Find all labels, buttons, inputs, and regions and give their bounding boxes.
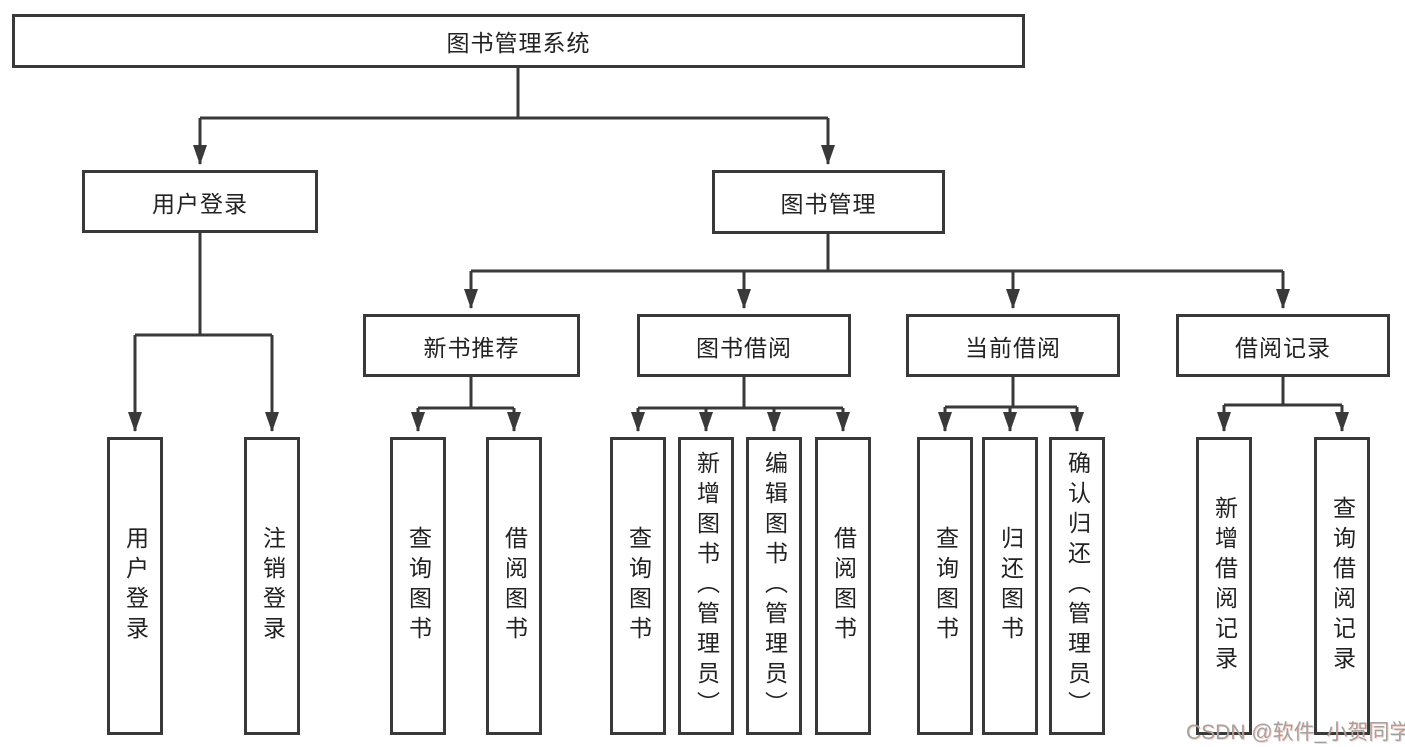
node-label: 用户登录 (152, 190, 248, 217)
node-label: 图书管理 (780, 191, 877, 217)
node-label: 确认归还（管理员） (1064, 451, 1091, 721)
leaf-logout: 注销登录 (244, 437, 300, 735)
node-borrow-records: 借阅记录 (1176, 314, 1390, 377)
node-label: 注销登录 (259, 526, 286, 646)
node-label: 借阅记录 (1235, 334, 1331, 361)
leaf-add-borrow-record: 新增借阅记录 (1196, 437, 1252, 735)
leaf-query-books-borrow: 查询图书 (610, 437, 666, 735)
node-label: 用户登录 (122, 526, 149, 646)
node-label: 当前借阅 (965, 334, 1061, 361)
csdn-watermark: CSDN @软件_小贺同学 (1186, 721, 1405, 744)
node-label: 图书借阅 (696, 334, 792, 361)
leaf-edit-book-admin: 编辑图书（管理员） (746, 437, 802, 735)
node-label: 新增借阅记录 (1211, 496, 1238, 676)
node-book-management: 图书管理 (712, 170, 945, 234)
node-label: 借阅图书 (830, 526, 857, 646)
leaf-query-borrow-record: 查询借阅记录 (1314, 437, 1370, 735)
leaf-return-book: 归还图书 (982, 437, 1038, 735)
node-label: 查询图书 (932, 526, 959, 646)
node-label: 查询图书 (405, 526, 432, 646)
node-label: 图书管理系统 (446, 30, 591, 56)
node-book-borrow: 图书借阅 (637, 314, 851, 377)
leaf-borrow-books: 借阅图书 (815, 437, 871, 735)
node-new-book-recommend: 新书推荐 (363, 314, 580, 377)
node-root: 图书管理系统 (12, 14, 1025, 68)
leaf-user-login: 用户登录 (107, 437, 163, 735)
node-label: 查询借阅记录 (1329, 496, 1356, 676)
leaf-confirm-return-admin: 确认归还（管理员） (1049, 437, 1105, 735)
leaf-query-books-current: 查询图书 (917, 437, 973, 735)
node-label: 编辑图书（管理员） (761, 451, 788, 721)
node-label: 新增图书（管理员） (693, 451, 720, 721)
node-label: 新书推荐 (423, 334, 520, 361)
node-label: 查询图书 (625, 526, 652, 646)
node-current-borrow: 当前借阅 (906, 314, 1120, 377)
leaf-borrow-books-recommend: 借阅图书 (486, 437, 542, 735)
leaf-query-books-recommend: 查询图书 (390, 437, 446, 735)
node-label: 归还图书 (997, 526, 1024, 646)
leaf-add-book-admin: 新增图书（管理员） (678, 437, 734, 735)
node-label: 借阅图书 (501, 526, 528, 646)
node-user-login-group: 用户登录 (82, 170, 318, 233)
